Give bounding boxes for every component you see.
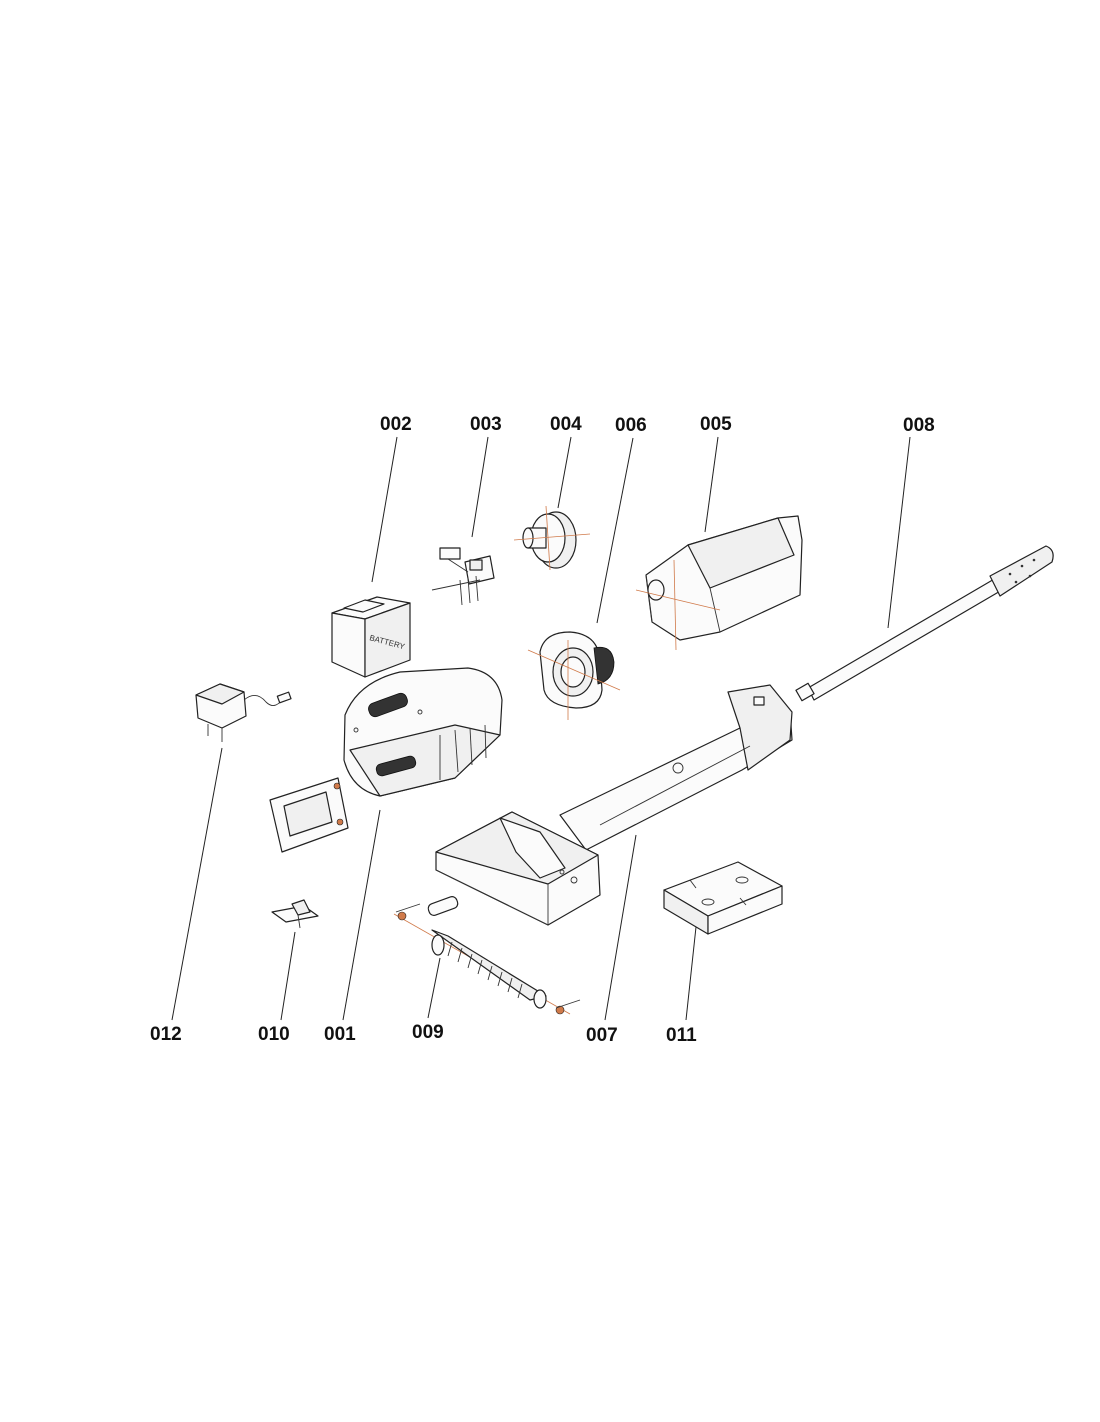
part-filter-unit — [527, 631, 621, 720]
part-bracket-plate — [269, 777, 349, 853]
leader-005 — [704, 436, 719, 533]
leader-011 — [685, 926, 697, 1021]
part-clip — [271, 899, 319, 929]
leader-012 — [171, 747, 223, 1021]
leader-010 — [280, 931, 296, 1021]
callout-009: 009 — [412, 1022, 444, 1043]
part-charger — [195, 683, 292, 742]
callout-012: 012 — [150, 1024, 182, 1045]
callout-001: 001 — [324, 1024, 356, 1045]
callout-006: 006 — [615, 415, 647, 436]
callout-007: 007 — [586, 1025, 618, 1046]
leader-002 — [371, 436, 398, 583]
callout-004: 004 — [550, 414, 582, 435]
part-brush-roll — [393, 896, 581, 1015]
part-motor — [513, 505, 591, 571]
part-main-body — [343, 667, 503, 797]
callout-005: 005 — [700, 414, 732, 435]
part-switch-board — [431, 547, 495, 606]
leader-003 — [471, 436, 489, 538]
leader-008 — [887, 436, 911, 629]
leader-004 — [557, 436, 572, 509]
part-floor-head — [435, 684, 793, 926]
part-battery: BATTERY — [331, 596, 411, 678]
callout-003: 003 — [470, 414, 502, 435]
part-handle-tube — [795, 545, 1054, 702]
part-wall-bracket — [663, 861, 783, 935]
callout-008: 008 — [903, 415, 935, 436]
part-dust-container — [635, 515, 803, 651]
callout-002: 002 — [380, 414, 412, 435]
leader-007 — [604, 834, 637, 1021]
callout-011: 011 — [666, 1025, 697, 1046]
leader-009 — [427, 957, 441, 1019]
leader-001 — [342, 809, 381, 1021]
leader-006 — [596, 437, 634, 624]
brush-bristles — [437, 935, 523, 999]
callout-010: 010 — [258, 1024, 290, 1045]
